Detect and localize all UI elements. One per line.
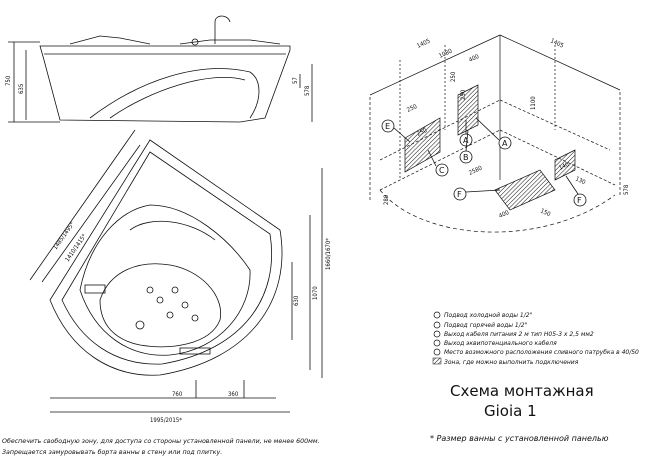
dim-iso-2580: 2580 <box>468 164 484 176</box>
dim-line-diag-inner <box>41 144 141 283</box>
legend: Подвод холодной воды 1/2" Подвод горячей… <box>432 311 639 366</box>
connection-zone-left <box>404 117 441 173</box>
legend-text: Зона, где можно выполнить подключения <box>444 359 579 366</box>
jet-icon <box>191 314 199 322</box>
dim-iso-400: 400 <box>468 53 481 64</box>
iso-callouts <box>381 117 587 207</box>
tub-side-curve-inner <box>109 77 246 119</box>
top-view <box>29 129 323 413</box>
tub-top-rim <box>61 151 272 365</box>
dim-iso-1405-right: 1405 <box>549 37 564 49</box>
dim-635-label: 635 <box>18 84 25 94</box>
faucet-icon <box>179 347 211 355</box>
callout-circle-F2 <box>573 193 587 207</box>
tub-side-outline <box>39 45 291 123</box>
dim-iso-150: 150 <box>539 207 552 218</box>
drain-icon <box>135 320 145 330</box>
callout-A-2: A <box>463 136 469 145</box>
dim-iso-280: 280 <box>383 194 390 205</box>
control-panel-icon <box>84 284 106 294</box>
callout-circle-E <box>381 119 395 133</box>
legend-text: Выход кабеля питания 2 м тип Н05-3 х 2,5… <box>444 331 594 338</box>
note-line-2: Запрещается замуровывать борта ванны в с… <box>2 448 222 456</box>
legend-text: Выход эквипотенциального кабеля <box>444 340 557 347</box>
dim-iso-250-c: 250 <box>406 103 419 114</box>
legend-mark-icon <box>433 311 441 319</box>
dim-iso-250-d: 250 <box>416 127 429 138</box>
legend-item-C: Выход кабеля питания 2 м тип Н05-3 х 2,5… <box>433 330 594 338</box>
floor-arc <box>379 189 616 233</box>
jet-icon <box>171 286 179 294</box>
dim-1660-label: 1660/1670* <box>325 238 332 270</box>
callout-circle-A <box>498 136 512 150</box>
dim-line-diag-outer <box>29 129 136 281</box>
tub-basin <box>79 204 251 356</box>
legend-text: Подвод горячей воды 1/2" <box>444 322 528 329</box>
note-line-1: Обеспечить свободную зону, для доступа с… <box>2 437 320 445</box>
dim-iso-250-a: 250 <box>450 71 457 82</box>
model-name: Gioia 1 <box>484 402 537 420</box>
tub-headrest <box>129 220 216 241</box>
dim-578-label: 578 <box>304 85 311 96</box>
dim-iso-400-floor: 400 <box>498 209 511 220</box>
jet-icon <box>166 311 174 319</box>
callout-circle-C <box>435 163 449 177</box>
legend-text: Подвод холодной воды 1/2" <box>444 312 533 319</box>
callout-B: B <box>463 153 469 162</box>
connection-zone-right <box>554 149 576 181</box>
legend-mark-icon <box>433 348 441 356</box>
dim-630-label: 630 <box>293 295 300 306</box>
legend-item-E: Выход эквипотенциального кабеля <box>433 339 557 347</box>
callout-C: C <box>439 166 445 175</box>
legend-mark-icon <box>433 330 441 338</box>
callout-E: E <box>385 122 390 131</box>
dim-iso-1100: 1100 <box>530 96 537 110</box>
callout-F-2: F <box>577 196 582 205</box>
shower-handle-icon <box>214 15 231 44</box>
iso-view <box>369 34 621 233</box>
callout-circle-F <box>453 187 467 201</box>
dim-750-label: 750 <box>5 75 12 86</box>
tub-basin-inner <box>99 263 222 348</box>
callout-F: F <box>457 190 462 199</box>
dim-iso-578: 578 <box>623 184 630 195</box>
dim-iso-130: 130 <box>574 175 587 186</box>
dim-iso-1080: 1080 <box>438 47 454 59</box>
dim-360-label: 360 <box>228 391 239 398</box>
jet-icon <box>146 286 154 294</box>
dim-1995-label: 1995/2015* <box>150 417 182 424</box>
footnote: * Размер ванны с установленной панелью <box>430 434 609 443</box>
dim-iso-250-b: 250 <box>460 89 467 100</box>
legend-item-A: Подвод холодной воды 1/2" <box>433 311 533 319</box>
legend-mark-icon <box>433 339 441 347</box>
callout-A: A <box>502 139 508 148</box>
legend-item-B: Подвод горячей воды 1/2" <box>433 321 528 329</box>
tub-top-outline <box>49 139 283 376</box>
jet-icon <box>156 296 164 304</box>
tap-icon <box>191 38 199 46</box>
connection-zone-floor <box>494 169 556 211</box>
dim-iso-140: 140 <box>558 161 571 172</box>
jet-icon <box>181 301 189 309</box>
dim-1070-label: 1070 <box>312 286 319 300</box>
connection-zone-center <box>457 84 479 136</box>
legend-item-F: Место возможного расположения сливного п… <box>433 348 639 356</box>
side-view <box>8 15 313 123</box>
diagram-title: Схема монтажная <box>450 382 594 400</box>
tub-side-curve <box>89 68 260 119</box>
dim-iso-1405-left: 1405 <box>416 38 431 50</box>
legend-item-zone: Зона, где можно выполнить подключения <box>432 357 579 366</box>
tub-top-fixtures <box>69 35 281 45</box>
hatch-swatch-icon <box>432 357 442 365</box>
legend-mark-icon <box>433 321 441 329</box>
dim-57-label: 57 <box>292 77 299 84</box>
dim-760-label: 760 <box>172 391 183 398</box>
legend-text: Место возможного расположения сливного п… <box>444 349 639 356</box>
